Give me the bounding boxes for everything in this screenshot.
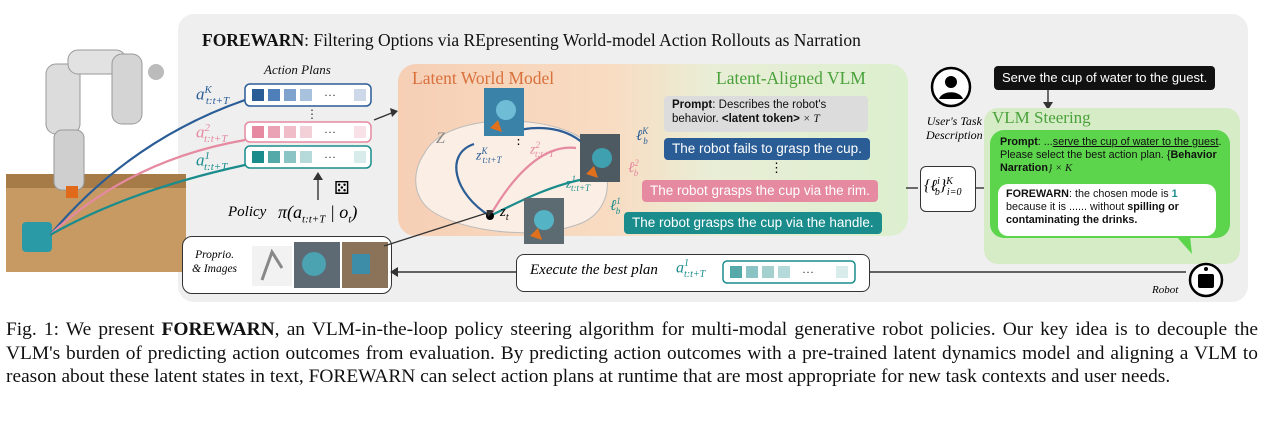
narration-K-symbol: ℓKb xyxy=(636,126,649,146)
robot-label: Robot xyxy=(1152,284,1179,296)
arrow-user-to-steering xyxy=(1043,90,1053,110)
narration-1-symbol: ℓ1b xyxy=(610,196,621,216)
robot-icon xyxy=(1188,262,1224,298)
narration-2-symbol: ℓ2b xyxy=(628,158,639,178)
speech-tail xyxy=(1176,236,1192,254)
svg-text:···: ··· xyxy=(324,150,336,164)
proprio-label: Proprio.& Images xyxy=(192,249,238,275)
proprio-images xyxy=(252,242,388,288)
latent-frame-1 xyxy=(524,198,564,244)
execute-label: Execute the best plan xyxy=(530,262,658,278)
robot-arm-photo xyxy=(6,49,186,272)
user-speech: Serve the cup of water to the guest. xyxy=(994,66,1216,90)
vlm-steering-title: VLM Steering xyxy=(992,108,1091,127)
svg-text:⋮: ⋮ xyxy=(306,107,318,121)
user-icon xyxy=(930,66,972,108)
svg-text:···: ··· xyxy=(802,265,814,279)
title-strong: FOREWARN xyxy=(202,30,305,50)
action-plan-1-label: a1t:t+T xyxy=(196,150,228,174)
arrow-policy-up xyxy=(313,172,323,200)
zt-label: zt xyxy=(500,204,509,223)
latent-space-symbol: Z xyxy=(436,130,445,147)
policy-label: Policy xyxy=(228,204,267,220)
narration-dots: ⋮ xyxy=(770,160,783,175)
latent-vlm-title: Latent-Aligned VLM xyxy=(716,68,866,88)
latent-world-model-title: Latent World Model xyxy=(412,68,555,88)
arrow-plans-to-wm xyxy=(373,108,398,121)
narration-set-box xyxy=(920,166,976,212)
figure-caption: Fig. 1: We present FOREWARN, an VLM-in-t… xyxy=(6,319,1259,388)
narration-1: The robot grasps the cup via the handle. xyxy=(624,212,882,234)
policy-formula: π(at:t+T | ot) xyxy=(278,202,358,226)
narration-2: The robot grasps the cup via the rim. xyxy=(642,180,878,202)
feedback-arrows xyxy=(383,210,1186,277)
z1-label: z1t:t+T xyxy=(566,174,591,194)
svg-text:···: ··· xyxy=(324,88,336,102)
latent-frame-K xyxy=(484,88,524,136)
dice-icon: ⚄ xyxy=(334,178,350,198)
zK-label: zKt:t+T xyxy=(476,146,502,166)
action-plan-K-label: aKt:t+T xyxy=(196,84,230,108)
narration-set: {ℓib}Ki=0 xyxy=(924,176,962,198)
arrows-to-steering xyxy=(906,183,994,193)
narration-K: The robot fails to grasp the cup. xyxy=(664,138,870,160)
figure-title: FOREWARN: Filtering Options via REpresen… xyxy=(202,30,861,51)
title-rest: : Filtering Options via REpresenting Wor… xyxy=(304,30,861,50)
execute-plan-bar: ··· xyxy=(722,260,856,284)
svg-text:···: ··· xyxy=(324,125,336,139)
z2-label: z2t:t+T xyxy=(530,140,555,160)
trajectory-lines xyxy=(49,98,246,236)
action-plan-bars: ··· ⋮ ··· ··· xyxy=(244,83,372,169)
action-plans-heading: Action Plans xyxy=(264,62,331,77)
vlm-steering-prompt: Prompt: ...serve the cup of water to the… xyxy=(1000,136,1222,174)
execute-plan-symbol: a1t:t+T xyxy=(676,258,706,280)
vlm-steering-answer: FOREWARN: the chosen mode is 1 because i… xyxy=(998,184,1216,236)
action-plan-2-label: a2t:t+T xyxy=(196,122,228,146)
latent-vlm-prompt: Prompt: Describes the robot's behavior. … xyxy=(664,96,868,132)
latent-frame-2 xyxy=(580,134,620,182)
